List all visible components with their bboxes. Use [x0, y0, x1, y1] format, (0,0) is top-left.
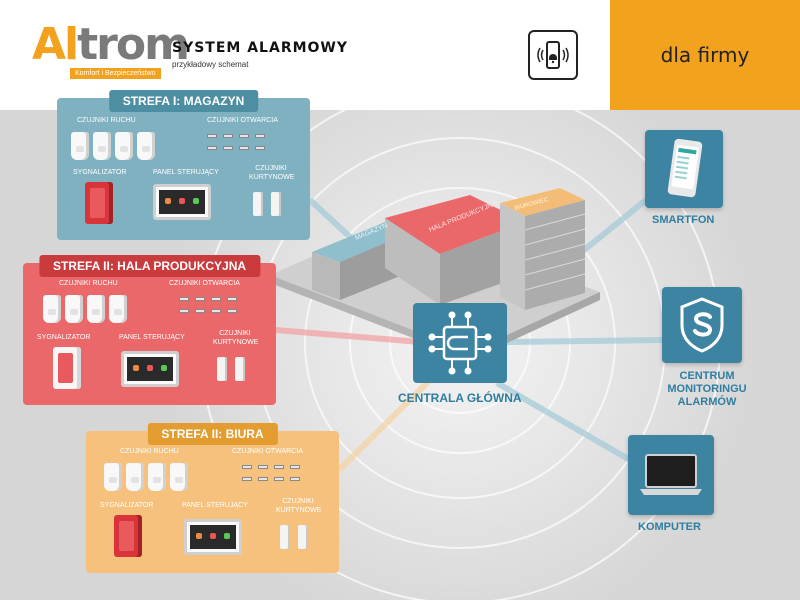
motion-sensors-label: CZUJNIKI RUCHU [120, 448, 179, 455]
siren-label: SYGNALIZATOR [100, 502, 154, 509]
logo-tagline: Komfort i Bezpieczeństwo [70, 68, 161, 79]
siren-label: SYGNALIZATOR [37, 334, 91, 341]
door-contact-icon [258, 465, 268, 469]
curtain-sensors-label: CZUJNIKI KURTYNOWE [276, 498, 322, 514]
control-panel-label: PANEL STERUJĄCY [182, 502, 248, 509]
door-contact-icon [255, 134, 265, 138]
phone-alarm-icon [528, 30, 578, 80]
door-contact-icon [290, 465, 300, 469]
siren-icon [114, 515, 142, 557]
logo-wordmark: Altrom [32, 19, 190, 70]
motion-sensor-icon [109, 295, 127, 323]
central-unit[interactable] [413, 303, 507, 383]
zone-title: STREFA II: BIURA [147, 423, 278, 445]
smartphone-node[interactable] [645, 130, 723, 208]
smartphone-icon [667, 138, 703, 198]
door-sensors-label: CZUJNIKI OTWARCIA [169, 280, 240, 287]
door-contact-icon [227, 309, 237, 313]
curtain-sensor-icon [217, 357, 227, 381]
link-zone2 [275, 327, 421, 345]
altrom-logo[interactable]: Altrom Komfort i Bezpieczeństwo [32, 19, 190, 82]
door-contact-icon [223, 134, 233, 138]
motion-sensors-label: CZUJNIKI RUCHU [77, 117, 136, 124]
door-contact-icon [223, 146, 233, 150]
motion-sensor-icon [87, 295, 105, 323]
door-contact-icon [242, 477, 252, 481]
control-panel-label: PANEL STERUJĄCY [119, 334, 185, 341]
curtain-sensor-icon [253, 192, 263, 216]
siren-icon [53, 347, 81, 389]
curtain-sensor-icon [298, 525, 308, 549]
siren-icon [85, 182, 113, 224]
control-panel-icon [121, 351, 179, 387]
circuit-chip-icon [428, 311, 492, 375]
zone-panel-biura[interactable]: STREFA II: BIURA CZUJNIKI RUCHU CZUJNIKI… [86, 423, 339, 573]
curtain-sensor-icon [235, 357, 245, 381]
door-sensors-label: CZUJNIKI OTWARCIA [232, 448, 303, 455]
door-contact-icon [274, 465, 284, 469]
motion-sensor-icon [115, 132, 133, 160]
motion-sensors-label: CZUJNIKI RUCHU [59, 280, 118, 287]
door-contact-icon [211, 297, 221, 301]
door-sensors-label: CZUJNIKI OTWARCIA [207, 117, 278, 124]
zone-panel-magazyn[interactable]: STREFA I: MAGAZYN CZUJNIKI RUCHU CZUJNIK… [57, 90, 310, 240]
motion-sensor-icon [43, 295, 61, 323]
motion-sensor-icon [137, 132, 155, 160]
door-contact-icon [195, 309, 205, 313]
door-contact-icon [207, 146, 217, 150]
door-contact-icon [239, 146, 249, 150]
page-title: SYSTEM ALARMOWY [172, 40, 349, 56]
door-contact-icon [207, 134, 217, 138]
computer-node[interactable] [628, 435, 714, 515]
computer-label: KOMPUTER [638, 521, 701, 533]
motion-sensor-icon [65, 295, 83, 323]
door-contact-icon [227, 297, 237, 301]
motion-sensor-icon [104, 463, 122, 491]
control-panel-label: PANEL STERUJĄCY [153, 169, 219, 176]
control-panel-icon [153, 184, 211, 220]
door-contact-icon [274, 477, 284, 481]
motion-sensor-icon [93, 132, 111, 160]
audience-banner: dla firmy [610, 0, 800, 110]
door-contact-icon [179, 309, 189, 313]
motion-sensor-icon [148, 463, 166, 491]
shield-icon [680, 297, 724, 353]
motion-sensor-icon [126, 463, 144, 491]
link-zone3 [336, 377, 433, 473]
central-label: CENTRALA GŁÓWNA [398, 391, 522, 405]
door-contact-icon [290, 477, 300, 481]
header: Altrom Komfort i Bezpieczeństwo SYSTEM A… [0, 0, 610, 110]
link-computer [495, 380, 632, 463]
control-panel-icon [184, 519, 242, 555]
monitoring-label: CENTRUM MONITORINGU ALARMÓW [667, 370, 747, 408]
monitoring-node[interactable] [662, 287, 742, 363]
zone-title: STREFA II: HALA PRODUKCYJNA [38, 255, 261, 277]
door-contact-icon [211, 309, 221, 313]
curtain-sensor-icon [271, 192, 281, 216]
motion-sensor-icon [71, 132, 89, 160]
door-contact-icon [239, 134, 249, 138]
curtain-sensor-icon [280, 525, 290, 549]
curtain-sensors-label: CZUJNIKI KURTYNOWE [213, 330, 259, 346]
curtain-sensors-label: CZUJNIKI KURTYNOWE [249, 165, 295, 181]
door-contact-icon [258, 477, 268, 481]
smartphone-label: SMARTFON [652, 214, 715, 226]
door-contact-icon [242, 465, 252, 469]
door-contact-icon [255, 146, 265, 150]
link-monitoring [506, 337, 663, 345]
door-contact-icon [179, 297, 189, 301]
laptop-icon [640, 454, 702, 495]
page-subtitle: przykładowy schemat [172, 60, 249, 69]
zone-title: STREFA I: MAGAZYN [108, 90, 259, 112]
audience-label: dla firmy [660, 43, 750, 67]
motion-sensor-icon [170, 463, 188, 491]
door-contact-icon [195, 297, 205, 301]
zone-panel-hala[interactable]: STREFA II: HALA PRODUKCYJNA CZUJNIKI RUC… [23, 255, 276, 405]
siren-label: SYGNALIZATOR [73, 169, 127, 176]
